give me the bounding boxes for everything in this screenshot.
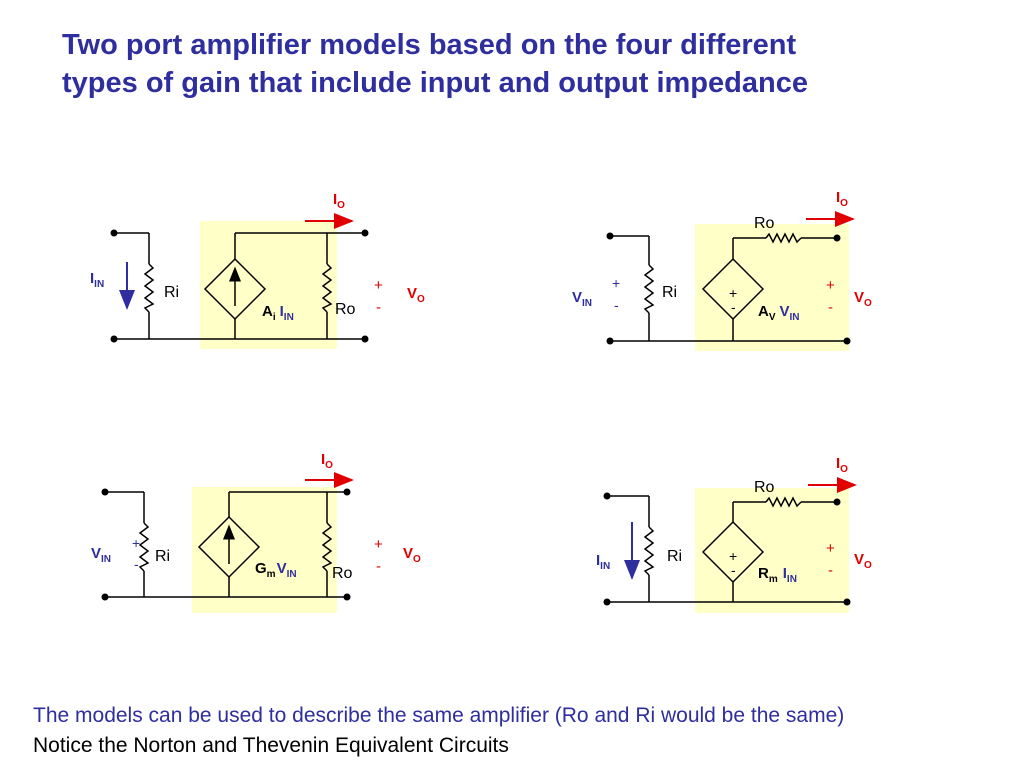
vo-label: VO [403, 545, 421, 565]
ro-label: Ro [754, 215, 775, 232]
ro-label: Ro [335, 301, 356, 318]
ri-label: Ri [662, 284, 677, 301]
plus-sign: + [826, 277, 835, 294]
plus-sign-input: + [612, 275, 620, 291]
source-minus: - [731, 562, 736, 578]
iin-label: IIN [596, 552, 610, 572]
slide-title: Two port amplifier models based on the f… [62, 26, 962, 102]
io-label: IO [836, 189, 848, 209]
source-plus: + [729, 285, 737, 301]
io-label: IO [333, 191, 345, 211]
amplifier-box [695, 488, 849, 613]
vin-label: VIN [572, 289, 592, 309]
ro-label: Ro [754, 479, 775, 496]
plus-sign: + [374, 277, 383, 294]
minus-sign: - [376, 558, 381, 575]
vo-label: VO [854, 551, 872, 571]
ri-label: Ri [155, 548, 170, 565]
amplifier-box [192, 487, 337, 613]
title-line-2: types of gain that include input and out… [62, 67, 808, 99]
vin-label: VIN [91, 545, 111, 565]
ri-label: Ri [667, 548, 682, 565]
gain-label: GmVIN [255, 560, 297, 580]
plus-sign-input: + [132, 535, 140, 551]
minus-sign: - [828, 562, 833, 579]
io-label: IO [321, 451, 333, 471]
transconductance-amplifier-model: IO VIN + - Ri Ro + - VO GmVIN [91, 451, 421, 613]
plus-sign: + [826, 540, 835, 557]
title-line-1: Two port amplifier models based on the f… [62, 29, 797, 61]
minus-sign: - [376, 299, 381, 316]
ri-label: Ri [164, 284, 179, 301]
note-equivalent-circuits: Notice the Norton and Thevenin Equivalen… [33, 734, 509, 757]
vo-label: VO [407, 285, 425, 305]
minus-sign-input: - [134, 556, 139, 572]
amplifier-box [695, 224, 849, 351]
iin-label: IIN [90, 270, 104, 290]
io-label: IO [836, 455, 848, 475]
source-plus: + [729, 548, 737, 564]
minus-sign-input: - [614, 297, 619, 313]
vo-label: VO [854, 289, 872, 309]
amplifier-box [200, 221, 337, 349]
source-minus: - [731, 299, 736, 315]
ro-label: Ro [332, 565, 353, 582]
plus-sign: + [374, 536, 383, 553]
note-same-amplifier: The models can be used to describe the s… [33, 704, 845, 727]
minus-sign: - [828, 299, 833, 316]
